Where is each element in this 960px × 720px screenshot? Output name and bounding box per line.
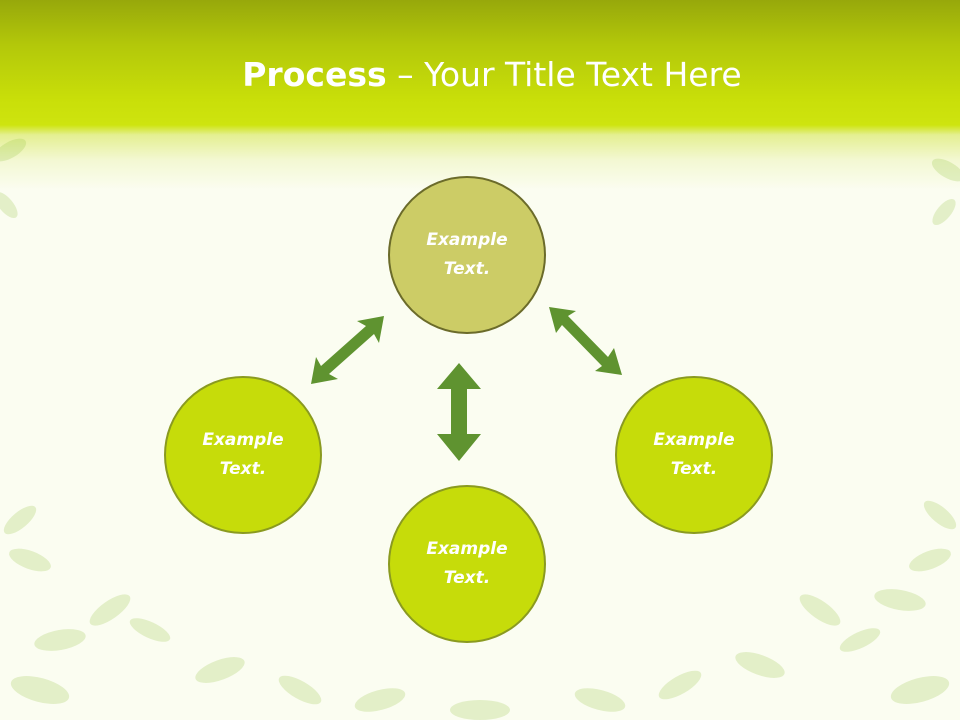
process-node-bottom: Example Text. (388, 485, 546, 643)
header-band (0, 0, 960, 190)
node-left-label: Example Text. (202, 430, 284, 479)
process-node-top: Example Text. (388, 176, 546, 334)
arrow-top-left (311, 316, 384, 384)
process-node-left: Example Text. (164, 376, 322, 534)
arrow-top-right (549, 307, 622, 375)
arrow-center-vertical (437, 363, 481, 461)
node-right-label: Example Text. (653, 430, 735, 479)
node-bottom-label: Example Text. (426, 539, 508, 588)
process-node-right: Example Text. (615, 376, 773, 534)
node-top-label: Example Text. (426, 230, 508, 279)
title-rest-part: – Your Title Text Here (386, 55, 742, 94)
slide-title: Process – Your Title Text Here (0, 52, 960, 98)
title-bold-part: Process (242, 55, 387, 94)
